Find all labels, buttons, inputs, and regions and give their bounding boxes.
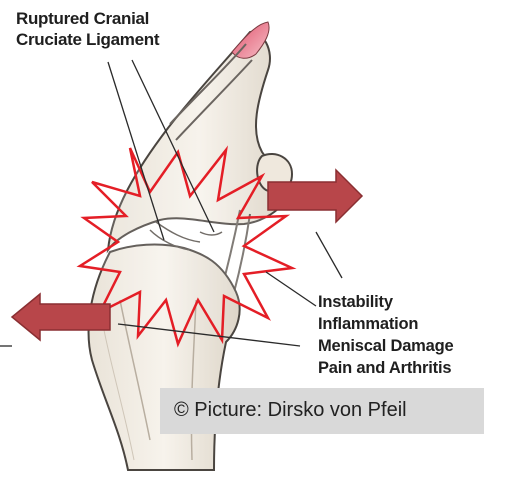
effects-list: Instability Inflammation Meniscal Damage… [318, 291, 453, 379]
pointer-line [266, 272, 316, 306]
title-line: Ruptured Cranial [16, 8, 159, 29]
effect-item: Meniscal Damage [318, 335, 453, 357]
pointer-line [316, 232, 342, 278]
effect-item: Inflammation [318, 313, 453, 335]
diagram-title: Ruptured Cranial Cruciate Ligament [16, 8, 159, 50]
effect-item: Pain and Arthritis [318, 357, 453, 379]
effect-item: Instability [318, 291, 453, 313]
title-line: Cruciate Ligament [16, 29, 159, 50]
picture-credit: © Picture: Dirsko von Pfeil [174, 398, 407, 422]
